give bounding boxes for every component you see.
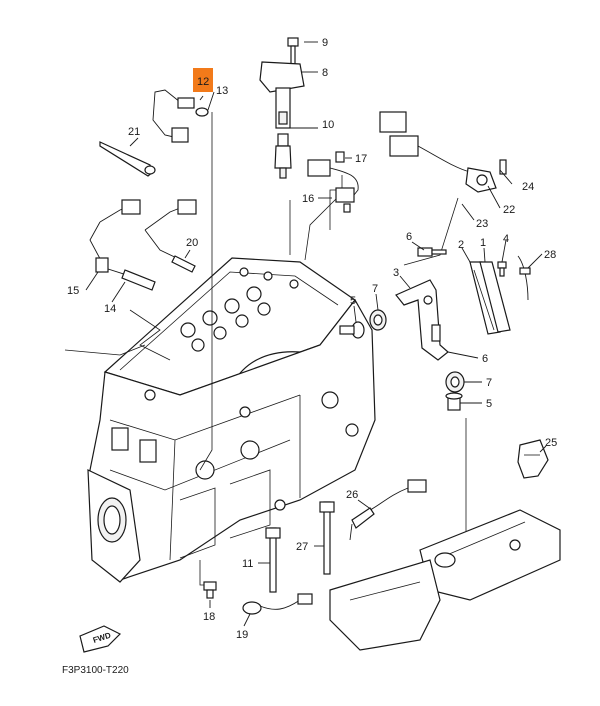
- bolt-9: [287, 37, 299, 67]
- callout-11: 11: [242, 558, 253, 570]
- callout-labels: 9 8 12 13 10 21 17 16 24 22 23 20 6 2 1 …: [67, 37, 557, 641]
- highlight-box-12: [193, 68, 213, 92]
- callout-7-bottom: 7: [486, 377, 492, 389]
- callout-14: 14: [104, 303, 116, 315]
- callout-13: 13: [216, 85, 228, 97]
- engine-block: [87, 257, 376, 583]
- damper-7-bottom: [445, 371, 465, 393]
- strap-11: [265, 527, 281, 593]
- callout-6-top: 6: [406, 231, 412, 243]
- callout-leaders: [85, 41, 547, 627]
- collar-5-top: [339, 321, 365, 339]
- sensor-wiring-left: [89, 199, 197, 291]
- guide-2-1: [469, 261, 511, 335]
- cable-28: [517, 255, 531, 301]
- callout-7-top: 7: [372, 283, 378, 295]
- callout-21: 21: [128, 126, 140, 138]
- callout-23: 23: [476, 218, 488, 230]
- spark-plug-10: [274, 133, 292, 179]
- damper-7-top: [369, 309, 387, 331]
- knock-sensor-19: [242, 593, 313, 615]
- direction-arrow: FWD: [79, 625, 122, 653]
- callout-1: 1: [480, 237, 486, 249]
- sensor-26: [349, 479, 427, 541]
- callout-2: 2: [458, 239, 464, 251]
- callout-18: 18: [203, 611, 215, 623]
- callout-4: 4: [503, 233, 509, 245]
- wire-harness-22-23: [379, 111, 507, 193]
- callout-17: 17: [355, 153, 367, 165]
- callout-20: 20: [186, 237, 198, 249]
- callout-24: 24: [522, 181, 534, 193]
- bolt-4: [497, 261, 507, 277]
- sensor-21: [99, 141, 156, 177]
- callout-9: 9: [322, 37, 328, 49]
- callout-3: 3: [393, 267, 399, 279]
- callout-5-bottom: 5: [486, 398, 492, 410]
- exhaust-pipe: [329, 509, 561, 651]
- sensor-16-17: [307, 151, 359, 213]
- callout-16: 16: [302, 193, 314, 205]
- callout-27: 27: [296, 541, 308, 553]
- sensor-12: [152, 89, 209, 143]
- bracket-3: [395, 279, 449, 361]
- collar-5-bottom: [445, 392, 463, 411]
- callout-15: 15: [67, 285, 79, 297]
- bolt-6-top: [417, 247, 447, 257]
- bolt-18: [203, 581, 217, 599]
- figure-code: F3P3100-T220: [62, 665, 129, 676]
- callout-12: 12: [197, 76, 209, 88]
- callout-10: 10: [322, 119, 334, 131]
- callout-19: 19: [236, 629, 248, 641]
- callout-26: 26: [346, 489, 358, 501]
- callout-22: 22: [503, 204, 515, 216]
- clamp-25: [517, 439, 549, 479]
- callout-6-bottom: 6: [482, 353, 488, 365]
- strap-27: [319, 501, 335, 575]
- callout-8: 8: [322, 67, 328, 79]
- callout-25: 25: [545, 437, 557, 449]
- callout-28: 28: [544, 249, 556, 261]
- callout-5-top: 5: [350, 295, 356, 307]
- ignition-coil-8: [259, 61, 305, 129]
